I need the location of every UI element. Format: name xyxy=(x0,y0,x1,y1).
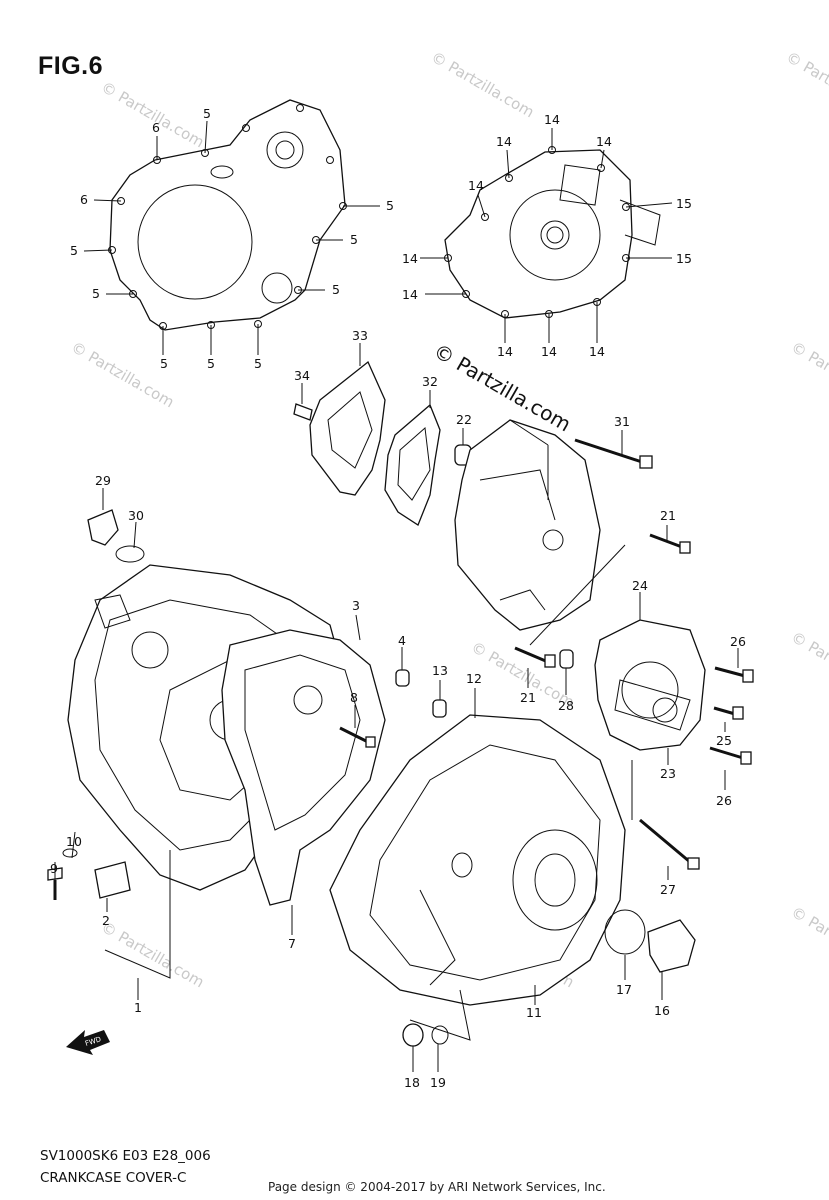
part-label-15a: 15 xyxy=(676,196,692,211)
part-label-14d: 14 xyxy=(468,178,484,193)
part-label-17: 17 xyxy=(616,982,632,997)
watermark-9: © Partzilla.com xyxy=(98,918,207,991)
part-label-14e: 14 xyxy=(402,251,418,266)
part-label-3: 3 xyxy=(352,598,360,613)
part-label-15b: 15 xyxy=(676,251,692,266)
watermark-1: © Partzilla.com xyxy=(98,78,207,151)
part-label-11: 11 xyxy=(526,1005,542,1020)
clutch-cover-group xyxy=(329,680,696,1072)
page-credit: Page design © 2004-2017 by ARI Network S… xyxy=(268,1180,606,1194)
part-number-labels: 1 2 3 4 5 5 5 5 5 5 5 5 5 6 6 7 8 9 10 1… xyxy=(50,106,746,1090)
diagram-name: CRANKCASE COVER-C xyxy=(40,1170,187,1186)
part-label-6a: 6 xyxy=(152,120,160,135)
part-label-14b: 14 xyxy=(496,134,512,149)
part-label-4: 4 xyxy=(398,633,406,648)
part-label-33: 33 xyxy=(352,328,368,343)
part-label-14f: 14 xyxy=(402,287,418,302)
watermark-2: © Partzilla.com xyxy=(428,48,537,121)
figure-title: FIG.6 xyxy=(38,52,104,80)
part-label-14g: 14 xyxy=(497,344,513,359)
part-label-34: 34 xyxy=(294,368,310,383)
part-label-2: 2 xyxy=(102,913,110,928)
part-label-30: 30 xyxy=(128,508,144,523)
part-label-26b: 26 xyxy=(716,793,732,808)
part-label-10: 10 xyxy=(66,834,82,849)
watermark-4: © Partzilla.com xyxy=(68,338,177,411)
part-label-5b: 5 xyxy=(70,243,78,258)
part-label-14i: 14 xyxy=(589,344,605,359)
water-pump-cover-group xyxy=(594,592,754,880)
part-label-5f: 5 xyxy=(254,356,262,371)
part-label-1: 1 xyxy=(134,1000,142,1015)
part-label-22: 22 xyxy=(456,412,472,427)
part-label-7: 7 xyxy=(288,936,296,951)
model-code: SV1000SK6 E03 E28_006 xyxy=(40,1148,211,1164)
part-label-23: 23 xyxy=(660,766,676,781)
watermark-11: © Partzilla.com xyxy=(788,903,829,976)
clutch-cover-bolt-layout xyxy=(83,99,380,355)
part-label-5a: 5 xyxy=(203,106,211,121)
part-label-16: 16 xyxy=(654,1003,670,1018)
part-label-13: 13 xyxy=(432,663,448,678)
part-label-24: 24 xyxy=(632,578,648,593)
part-label-5h: 5 xyxy=(350,232,358,247)
part-label-14c: 14 xyxy=(596,134,612,149)
part-label-19: 19 xyxy=(430,1075,446,1090)
part-label-12: 12 xyxy=(466,671,482,686)
cover-gasket-group xyxy=(221,614,410,935)
watermark-5: © Partzilla.com xyxy=(788,338,829,411)
watermark-3: © Partzilla.com xyxy=(783,48,829,121)
part-label-28: 28 xyxy=(558,698,574,713)
forward-arrow-icon: FWD xyxy=(66,1030,110,1055)
part-label-18: 18 xyxy=(404,1075,420,1090)
part-label-29: 29 xyxy=(95,473,111,488)
part-label-25: 25 xyxy=(716,733,732,748)
part-label-14h: 14 xyxy=(541,344,557,359)
sprocket-cover-group xyxy=(293,343,691,695)
part-label-21b: 21 xyxy=(520,690,536,705)
generator-cover-bolt-layout xyxy=(420,128,673,343)
part-label-26a: 26 xyxy=(730,634,746,649)
part-label-9: 9 xyxy=(50,861,58,876)
part-label-6b: 6 xyxy=(80,192,88,207)
part-label-5d: 5 xyxy=(160,356,168,371)
part-label-5e: 5 xyxy=(207,356,215,371)
part-label-27: 27 xyxy=(660,882,676,897)
part-label-5i: 5 xyxy=(386,198,394,213)
part-label-8: 8 xyxy=(350,690,358,705)
part-label-21a: 21 xyxy=(660,508,676,523)
part-label-32: 32 xyxy=(422,374,438,389)
watermark-8: © Partzilla.com xyxy=(788,628,829,701)
part-label-14a: 14 xyxy=(544,112,560,127)
part-label-31: 31 xyxy=(614,414,630,429)
part-label-5g: 5 xyxy=(332,282,340,297)
part-label-5c: 5 xyxy=(92,286,100,301)
